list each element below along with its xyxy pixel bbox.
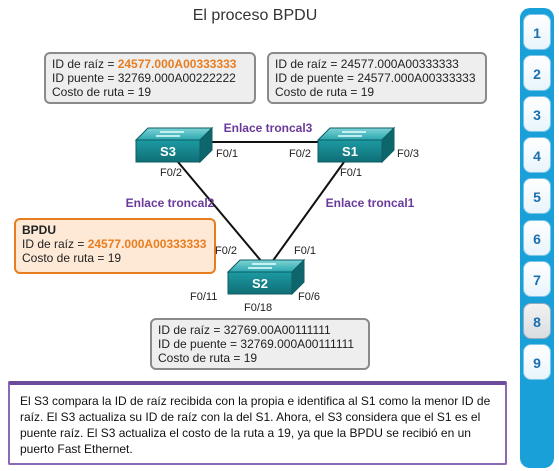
explanation-panel: El S3 compara la ID de raíz recibida con… [8,381,507,465]
label-trunk1: Enlace troncal1 [326,196,415,210]
s3-root-value: 24577.000A00333333 [117,57,237,71]
topology-diagram: S3 S1 S2 Enlace troncal3 Enlace troncal2… [126,121,419,314]
step-button-6[interactable]: 6 [523,220,551,256]
s3-path-cost: Costo de ruta = 19 [52,85,152,99]
port-s1-f02: F0/2 [289,148,311,160]
bpdu-box: BPDU ID de raíz = 24577.000A00333333 Cos… [14,218,216,274]
switch-s1-label: S1 [342,144,358,159]
step-navigation: 1 2 3 4 5 6 7 8 9 [518,8,556,468]
switch-s2-label: S2 [252,276,268,291]
s2-info-box: ID de raíz = 32769.00A00111111 ID de pue… [150,318,370,370]
s1-path-cost: Costo de ruta = 19 [275,85,375,99]
link-trunk1 [271,161,345,263]
s2-bridge-id: ID de puente = 32769.000A00111111 [158,337,355,351]
explanation-text: El S3 compara la ID de raíz recibida con… [20,394,491,456]
step-button-9[interactable]: 9 [523,344,551,380]
s1-info-box: ID de raíz = 24577.000A00333333 ID de pu… [267,52,487,104]
s2-path-cost: Costo de ruta = 19 [158,351,258,365]
step-button-3[interactable]: 3 [523,96,551,132]
bpdu-path-cost: Costo de ruta = 19 [22,251,122,265]
label-trunk3: Enlace troncal3 [224,121,313,135]
port-s1-f03: F0/3 [397,148,419,160]
step-button-7[interactable]: 7 [523,261,551,297]
s3-bridge-id: ID puente = 32769.000A00222222 [52,71,236,85]
step-button-1[interactable]: 1 [523,14,551,50]
page-title: El proceso BPDU [192,7,318,24]
bpdu-root-label: ID de raíz = [22,237,88,251]
s3-root-id: ID de raíz = 24577.000A00333333 [52,57,248,71]
switch-s2[interactable]: S2 [226,258,306,296]
switch-s1[interactable]: S1 [316,126,396,164]
port-s2-f01: F0/1 [294,245,316,257]
step-button-8[interactable]: 8 [523,303,551,339]
port-s2-f02: F0/2 [215,245,237,257]
switch-s3-label: S3 [160,144,176,159]
s2-root-id: ID de raíz = 32769.00A00111111 [158,323,331,337]
step-button-2[interactable]: 2 [523,55,551,91]
port-s3-f02: F0/2 [160,167,182,179]
port-s3-f01: F0/1 [216,148,238,160]
bpdu-root-value: 24577.000A00333333 [87,237,207,251]
bpdu-heading: BPDU [22,223,57,237]
s3-info-box: ID de raíz = 24577.000A00333333 ID puent… [44,52,256,104]
label-trunk2: Enlace troncal2 [126,196,215,210]
port-s2-f011: F0/11 [190,291,217,303]
bpdu-root-id: ID de raíz = 24577.000A00333333 [22,237,208,251]
s3-root-label: ID de raíz = [52,57,118,71]
port-s1-f01: F0/1 [340,167,362,179]
port-s2-f06: F0/6 [298,291,320,303]
s1-root-id: ID de raíz = 24577.000A00333333 [275,57,459,71]
port-s2-f018: F0/18 [244,302,272,314]
link-trunk2 [177,161,263,263]
s1-bridge-id: ID de puente = 24577.000A00333333 [275,71,476,85]
step-button-4[interactable]: 4 [523,137,551,173]
switch-s3[interactable]: S3 [134,126,214,164]
step-button-5[interactable]: 5 [523,178,551,214]
